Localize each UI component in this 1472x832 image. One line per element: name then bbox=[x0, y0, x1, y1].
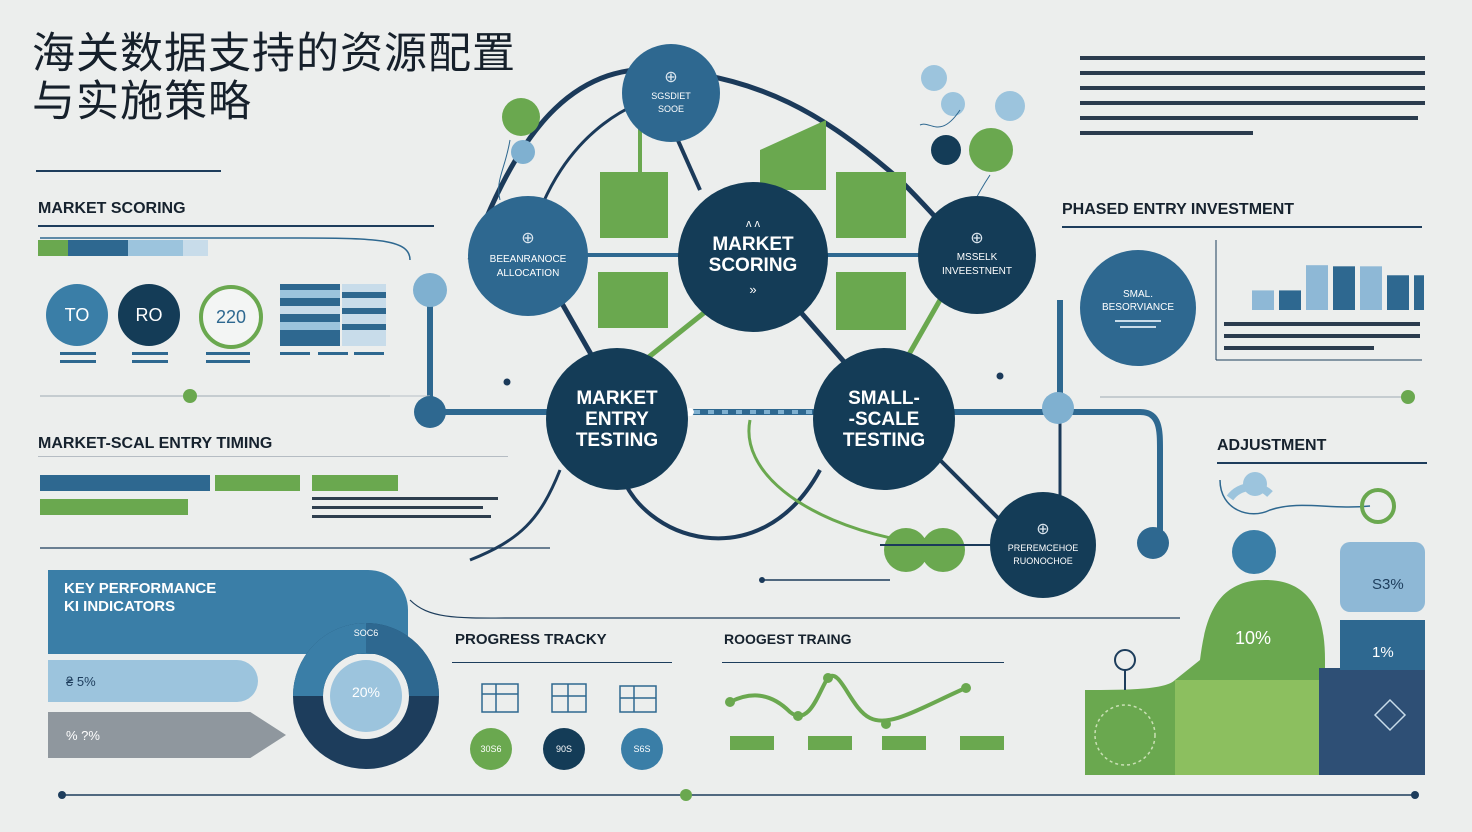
node-market-scoring-line2: SCORING bbox=[708, 254, 798, 276]
progress-circle-3: S6S bbox=[621, 728, 663, 770]
kpi-band-1: ₴ 5% bbox=[48, 660, 258, 702]
score-badge-ro-label: RO bbox=[135, 304, 163, 325]
badge-caption-2b bbox=[132, 360, 168, 363]
globe-icon: ⊕ bbox=[970, 230, 984, 247]
phased-bar bbox=[1387, 275, 1409, 310]
node-top-line1: SGSDIET bbox=[651, 91, 691, 101]
phased-bar bbox=[1360, 266, 1382, 310]
adjustment-area-chart bbox=[1085, 542, 1425, 775]
phased-bar bbox=[1414, 275, 1424, 310]
globe-icon: ⊕ bbox=[664, 69, 678, 86]
progress-heading: PROGRESS TRACKY bbox=[455, 631, 607, 648]
badge-caption-3b bbox=[206, 360, 250, 363]
adjustment-value-s3: S3% bbox=[1372, 576, 1404, 593]
progress-circle-1-label: 30S6 bbox=[480, 744, 502, 754]
phased-circle-line1: SMAL. bbox=[1122, 289, 1153, 300]
market-scoring-heading: MARKET SCORING bbox=[38, 200, 186, 217]
phased-circle: SMAL. BESORVIANCE bbox=[1080, 250, 1196, 366]
phased-bar bbox=[1333, 266, 1355, 310]
progress-circle-2-label: 90S bbox=[555, 744, 572, 754]
market-scoring-table-graphic bbox=[280, 284, 386, 355]
phased-bar bbox=[1306, 265, 1328, 310]
progress-circle-3-label: S6S bbox=[633, 744, 651, 754]
kpi-band-2: % ?% bbox=[48, 712, 286, 758]
timing-bar-2 bbox=[215, 475, 300, 491]
node-small-scale-testing[interactable]: SMALL- -SCALE TESTING bbox=[813, 348, 955, 490]
adjustment-heading: ADJUSTMENT bbox=[1217, 437, 1327, 454]
kpi-heading-line2: KI INDICATORS bbox=[64, 598, 176, 615]
roogest-heading: ROOGEST TRAING bbox=[724, 631, 852, 647]
adjustment-flow bbox=[1219, 472, 1396, 574]
kpi-band-2-value: % ?% bbox=[66, 727, 100, 743]
score-badge-to: TO bbox=[46, 284, 108, 346]
market-scoring-bar bbox=[38, 240, 208, 256]
timing-bar-3 bbox=[312, 475, 398, 491]
node-market-entry-testing[interactable]: MARKET ENTRY TESTING bbox=[546, 348, 688, 490]
node-market-scoring-top-glyph: ᴧ ᴧ bbox=[745, 217, 761, 230]
page-title-line2: 与实施策略 bbox=[32, 77, 252, 127]
kpi-donut bbox=[293, 623, 439, 769]
phased-bar bbox=[1279, 290, 1301, 310]
title-underline bbox=[36, 170, 221, 172]
market-scoring-rule bbox=[38, 225, 434, 227]
badge-caption-1b bbox=[60, 360, 96, 363]
node-market-scoring[interactable]: ᴧ ᴧ MARKET SCORING » bbox=[678, 182, 828, 332]
score-badge-220-label: 220 bbox=[215, 306, 247, 327]
globe-icon: ⊕ bbox=[521, 230, 535, 247]
score-badge-220: 220 bbox=[199, 285, 263, 349]
title-block: 海关数据支持的资源配置 与实施策略 bbox=[32, 30, 592, 126]
node-resource-allocation-line2: ALLOCATION bbox=[496, 268, 560, 279]
node-bottom-right-line1: PREREMCEHOE bbox=[1007, 543, 1079, 553]
phased-bar bbox=[1252, 290, 1274, 310]
page-title-line1: 海关数据支持的资源配置 bbox=[32, 29, 516, 79]
progress-rule bbox=[452, 662, 672, 663]
progress-icons bbox=[481, 683, 657, 713]
node-small-scale-line3: TESTING bbox=[842, 429, 926, 451]
node-small-scale-line1: SMALL- bbox=[848, 387, 920, 409]
score-badge-to-label: TO bbox=[64, 304, 90, 325]
node-market-entry-line3: TESTING bbox=[575, 429, 659, 451]
progress-circle-2: 90S bbox=[543, 728, 585, 770]
adjustment-value-10: 10% bbox=[1235, 628, 1272, 648]
node-market-scoring-line1: MARKET bbox=[712, 233, 794, 255]
adjustment-rule bbox=[1217, 462, 1427, 464]
globe-icon: ⊕ bbox=[1036, 521, 1050, 538]
node-market-scoring-arrow: » bbox=[749, 281, 757, 297]
timing-bar-1 bbox=[40, 475, 210, 491]
node-top[interactable]: ⊕ SGSDIET SOOE bbox=[622, 44, 720, 142]
kpi-donut-top-label: SOC6 bbox=[353, 628, 379, 638]
phased-rule bbox=[1062, 226, 1422, 228]
node-mid-right[interactable]: ⊕ MSSELK INVEESTNENT bbox=[918, 196, 1036, 314]
node-market-entry-line1: MARKET bbox=[576, 387, 658, 409]
node-small-scale-line2: -SCALE bbox=[848, 408, 920, 430]
phased-circle-line2: BESORVIANCE bbox=[1101, 302, 1175, 313]
node-mid-right-line2: INVEESTNENT bbox=[941, 266, 1012, 277]
timing-note bbox=[312, 497, 498, 518]
adjustment-value-1: 1% bbox=[1372, 644, 1394, 661]
kpi-donut-label: 20% bbox=[351, 684, 381, 700]
node-mid-right-line1: MSSELK bbox=[956, 252, 998, 263]
progress-circle-1: 30S6 bbox=[470, 728, 512, 770]
node-market-entry-line2: ENTRY bbox=[585, 408, 649, 430]
badge-caption-1 bbox=[60, 352, 96, 355]
roogest-rule bbox=[722, 662, 1004, 663]
roogest-line-chart bbox=[725, 673, 1004, 750]
score-badge-ro: RO bbox=[118, 284, 180, 346]
node-top-line2: SOOE bbox=[657, 104, 684, 114]
node-resource-allocation[interactable]: ⊕ BEEANRANOCE ALLOCATION bbox=[468, 196, 588, 316]
node-bottom-right[interactable]: ⊕ PREREMCEHOE RUONOCHOE bbox=[990, 492, 1096, 598]
kpi-heading-line1: KEY PERFORMANCE bbox=[64, 580, 217, 597]
entry-timing-heading: MARKET-SCAL ENTRY TIMING bbox=[38, 435, 273, 452]
timing-bar-4 bbox=[40, 499, 188, 515]
intro-paragraph bbox=[1080, 56, 1425, 135]
node-resource-allocation-line1: BEEANRANOCE bbox=[489, 254, 567, 265]
phased-heading: PHASED ENTRY INVESTMENT bbox=[1062, 201, 1295, 218]
kpi-band-1-value: ₴ 5% bbox=[66, 673, 96, 689]
badge-caption-3 bbox=[206, 352, 250, 355]
badge-caption-2 bbox=[132, 352, 168, 355]
entry-timing-rule bbox=[38, 456, 508, 457]
node-bottom-right-line2: RUONOCHOE bbox=[1013, 556, 1073, 566]
phased-bar-chart bbox=[1215, 240, 1424, 361]
